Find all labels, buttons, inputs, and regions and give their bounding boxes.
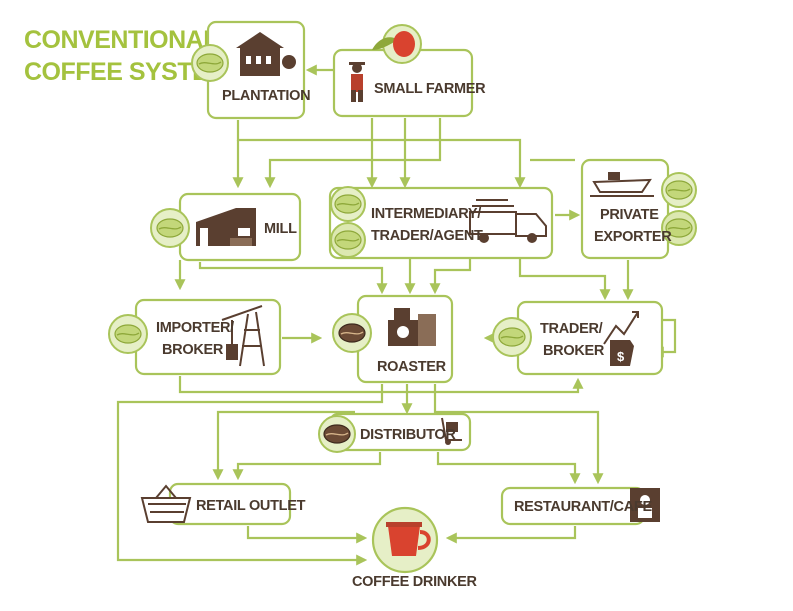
trader-broker-label-line1: TRADER/: [540, 321, 603, 337]
small-farmer-label: SMALL FARMER: [374, 81, 486, 97]
private-exporter-label-line1: PRIVATE: [600, 207, 659, 223]
coffee-drinker-label: COFFEE DRINKER: [352, 574, 478, 590]
node-importer-broker: IMPORTER/ BROKER: [109, 300, 280, 374]
svg-text:$: $: [617, 349, 625, 364]
importer-box: [136, 300, 280, 374]
green-bean-icon: [662, 173, 696, 207]
node-private-exporter: PRIVATE EXPORTER: [582, 160, 696, 258]
trader-broker-label-line2: BROKER: [543, 343, 605, 359]
intermediary-label-line1: INTERMEDIARY/: [371, 206, 481, 222]
green-bean-icon: [331, 187, 365, 221]
mill-label: MILL: [264, 221, 297, 237]
restaurant-cafe-label: RESTAURANT/CAFE: [514, 499, 652, 515]
green-bean-icon: [192, 45, 228, 81]
roaster-label: ROASTER: [377, 359, 447, 375]
retail-outlet-label: RETAIL OUTLET: [196, 498, 306, 514]
node-mill: MILL: [151, 194, 300, 260]
private-exporter-label-line2: EXPORTER: [594, 229, 672, 245]
plantation-label: PLANTATION: [222, 88, 310, 104]
node-distributor: DISTRIBUTOR: [319, 414, 470, 452]
distributor-label: DISTRIBUTOR: [360, 427, 456, 443]
green-bean-icon: [109, 315, 147, 353]
intermediary-label-line2: TRADER/AGENT: [371, 228, 483, 244]
node-coffee-drinker: COFFEE DRINKER: [352, 508, 478, 590]
importer-label-line2: BROKER: [162, 342, 224, 358]
node-retail-outlet: RETAIL OUTLET: [142, 484, 306, 524]
node-roaster: ROASTER: [333, 296, 452, 382]
green-bean-icon: [151, 209, 189, 247]
title-line-1: CONVENTIONAL: [24, 26, 218, 54]
node-trader-broker: $ TRADER/ BROKER: [493, 302, 662, 374]
green-bean-icon: [493, 318, 531, 356]
importer-label-line1: IMPORTER/: [156, 320, 234, 336]
node-intermediary: INTERMEDIARY/ TRADER/AGENT: [330, 187, 552, 258]
green-bean-icon: [331, 223, 365, 257]
trader-broker-box: [518, 302, 662, 374]
node-restaurant-cafe: RESTAURANT/CAFE: [502, 488, 660, 524]
node-small-farmer: SMALL FARMER: [334, 25, 486, 116]
node-plantation: PLANTATION: [192, 22, 310, 118]
roasted-bean-icon: [319, 416, 355, 452]
roasted-bean-icon: [333, 314, 371, 352]
